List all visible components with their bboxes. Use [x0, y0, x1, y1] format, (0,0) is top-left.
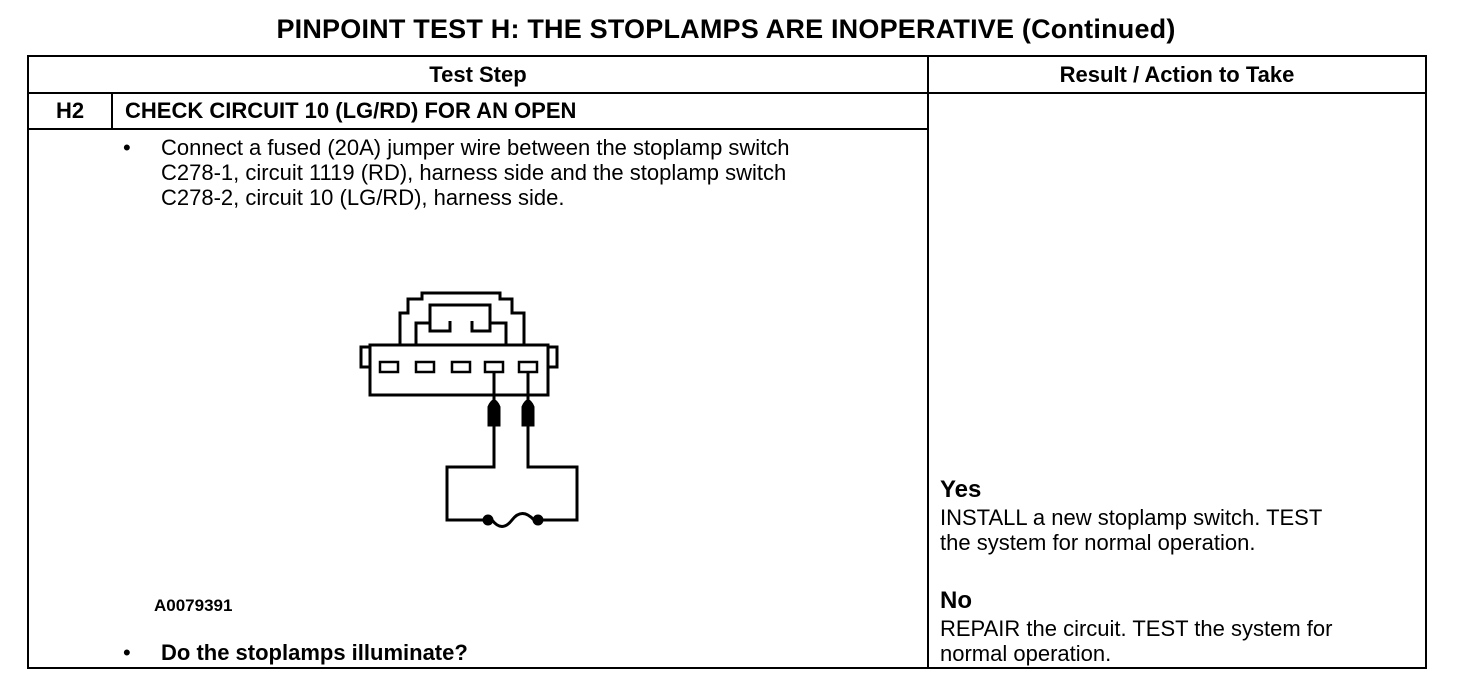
connector-latch-inner: [414, 303, 508, 345]
fuse-terminal-right: [532, 514, 544, 526]
connector-latch: [398, 291, 526, 345]
connector-latch-step: [428, 321, 492, 333]
column-divider: [927, 57, 929, 667]
step-question: Do the stoplamps illuminate?: [161, 640, 468, 665]
result-yes-action: INSTALL a new stoplamp switch. TEST the …: [940, 505, 1420, 555]
instruction-line: C278-1, circuit 1119 (RD), harness side …: [161, 160, 787, 185]
jumper-wire: [445, 425, 579, 522]
probe-tip-2: [521, 399, 535, 427]
page-title: PINPOINT TEST H: THE STOPLAMPS ARE INOPE…: [276, 14, 1176, 44]
header-divider: [29, 92, 1425, 94]
cavity: [450, 360, 472, 374]
connector-jumper-wire-diagram: [359, 291, 579, 528]
connector-flange-right: [546, 345, 559, 369]
step-id: H2: [55, 98, 85, 123]
instruction-line: Connect a fused (20A) jumper wire betwee…: [161, 135, 790, 160]
result-yes-label: Yes: [940, 476, 982, 503]
cavity: [378, 360, 400, 374]
result-line: REPAIR the circuit. TEST the system for: [940, 616, 1333, 641]
step-id-divider: [111, 92, 113, 129]
result-no-action: REPAIR the circuit. TEST the system for …: [940, 616, 1420, 666]
cavity: [414, 360, 436, 374]
header-result-action: Result / Action to Take: [1059, 62, 1295, 87]
result-no-label: No: [940, 587, 972, 614]
figure-id: A0079391: [154, 596, 233, 615]
connector-body: [368, 343, 550, 397]
bullet-question: •: [123, 640, 131, 665]
fuse-icon: [490, 512, 536, 528]
bullet-instruction: •: [123, 135, 131, 160]
result-line: INSTALL a new stoplamp switch. TEST: [940, 505, 1323, 530]
step-title: CHECK CIRCUIT 10 (LG/RD) FOR AN OPEN: [125, 98, 577, 123]
step-instruction: Connect a fused (20A) jumper wire betwee…: [161, 135, 931, 210]
result-line: the system for normal operation.: [940, 530, 1256, 555]
fuse-terminal-left: [482, 514, 494, 526]
connector-flange-left: [359, 345, 372, 369]
result-line: normal operation.: [940, 641, 1112, 666]
instruction-line: C278-2, circuit 10 (LG/RD), harness side…: [161, 185, 565, 210]
header-test-step: Test Step: [429, 62, 527, 87]
pinpoint-test-table: Test Step Result / Action to Take H2 CHE…: [27, 55, 1427, 669]
probe-tip-1: [487, 399, 501, 427]
step-title-divider: [29, 128, 927, 130]
